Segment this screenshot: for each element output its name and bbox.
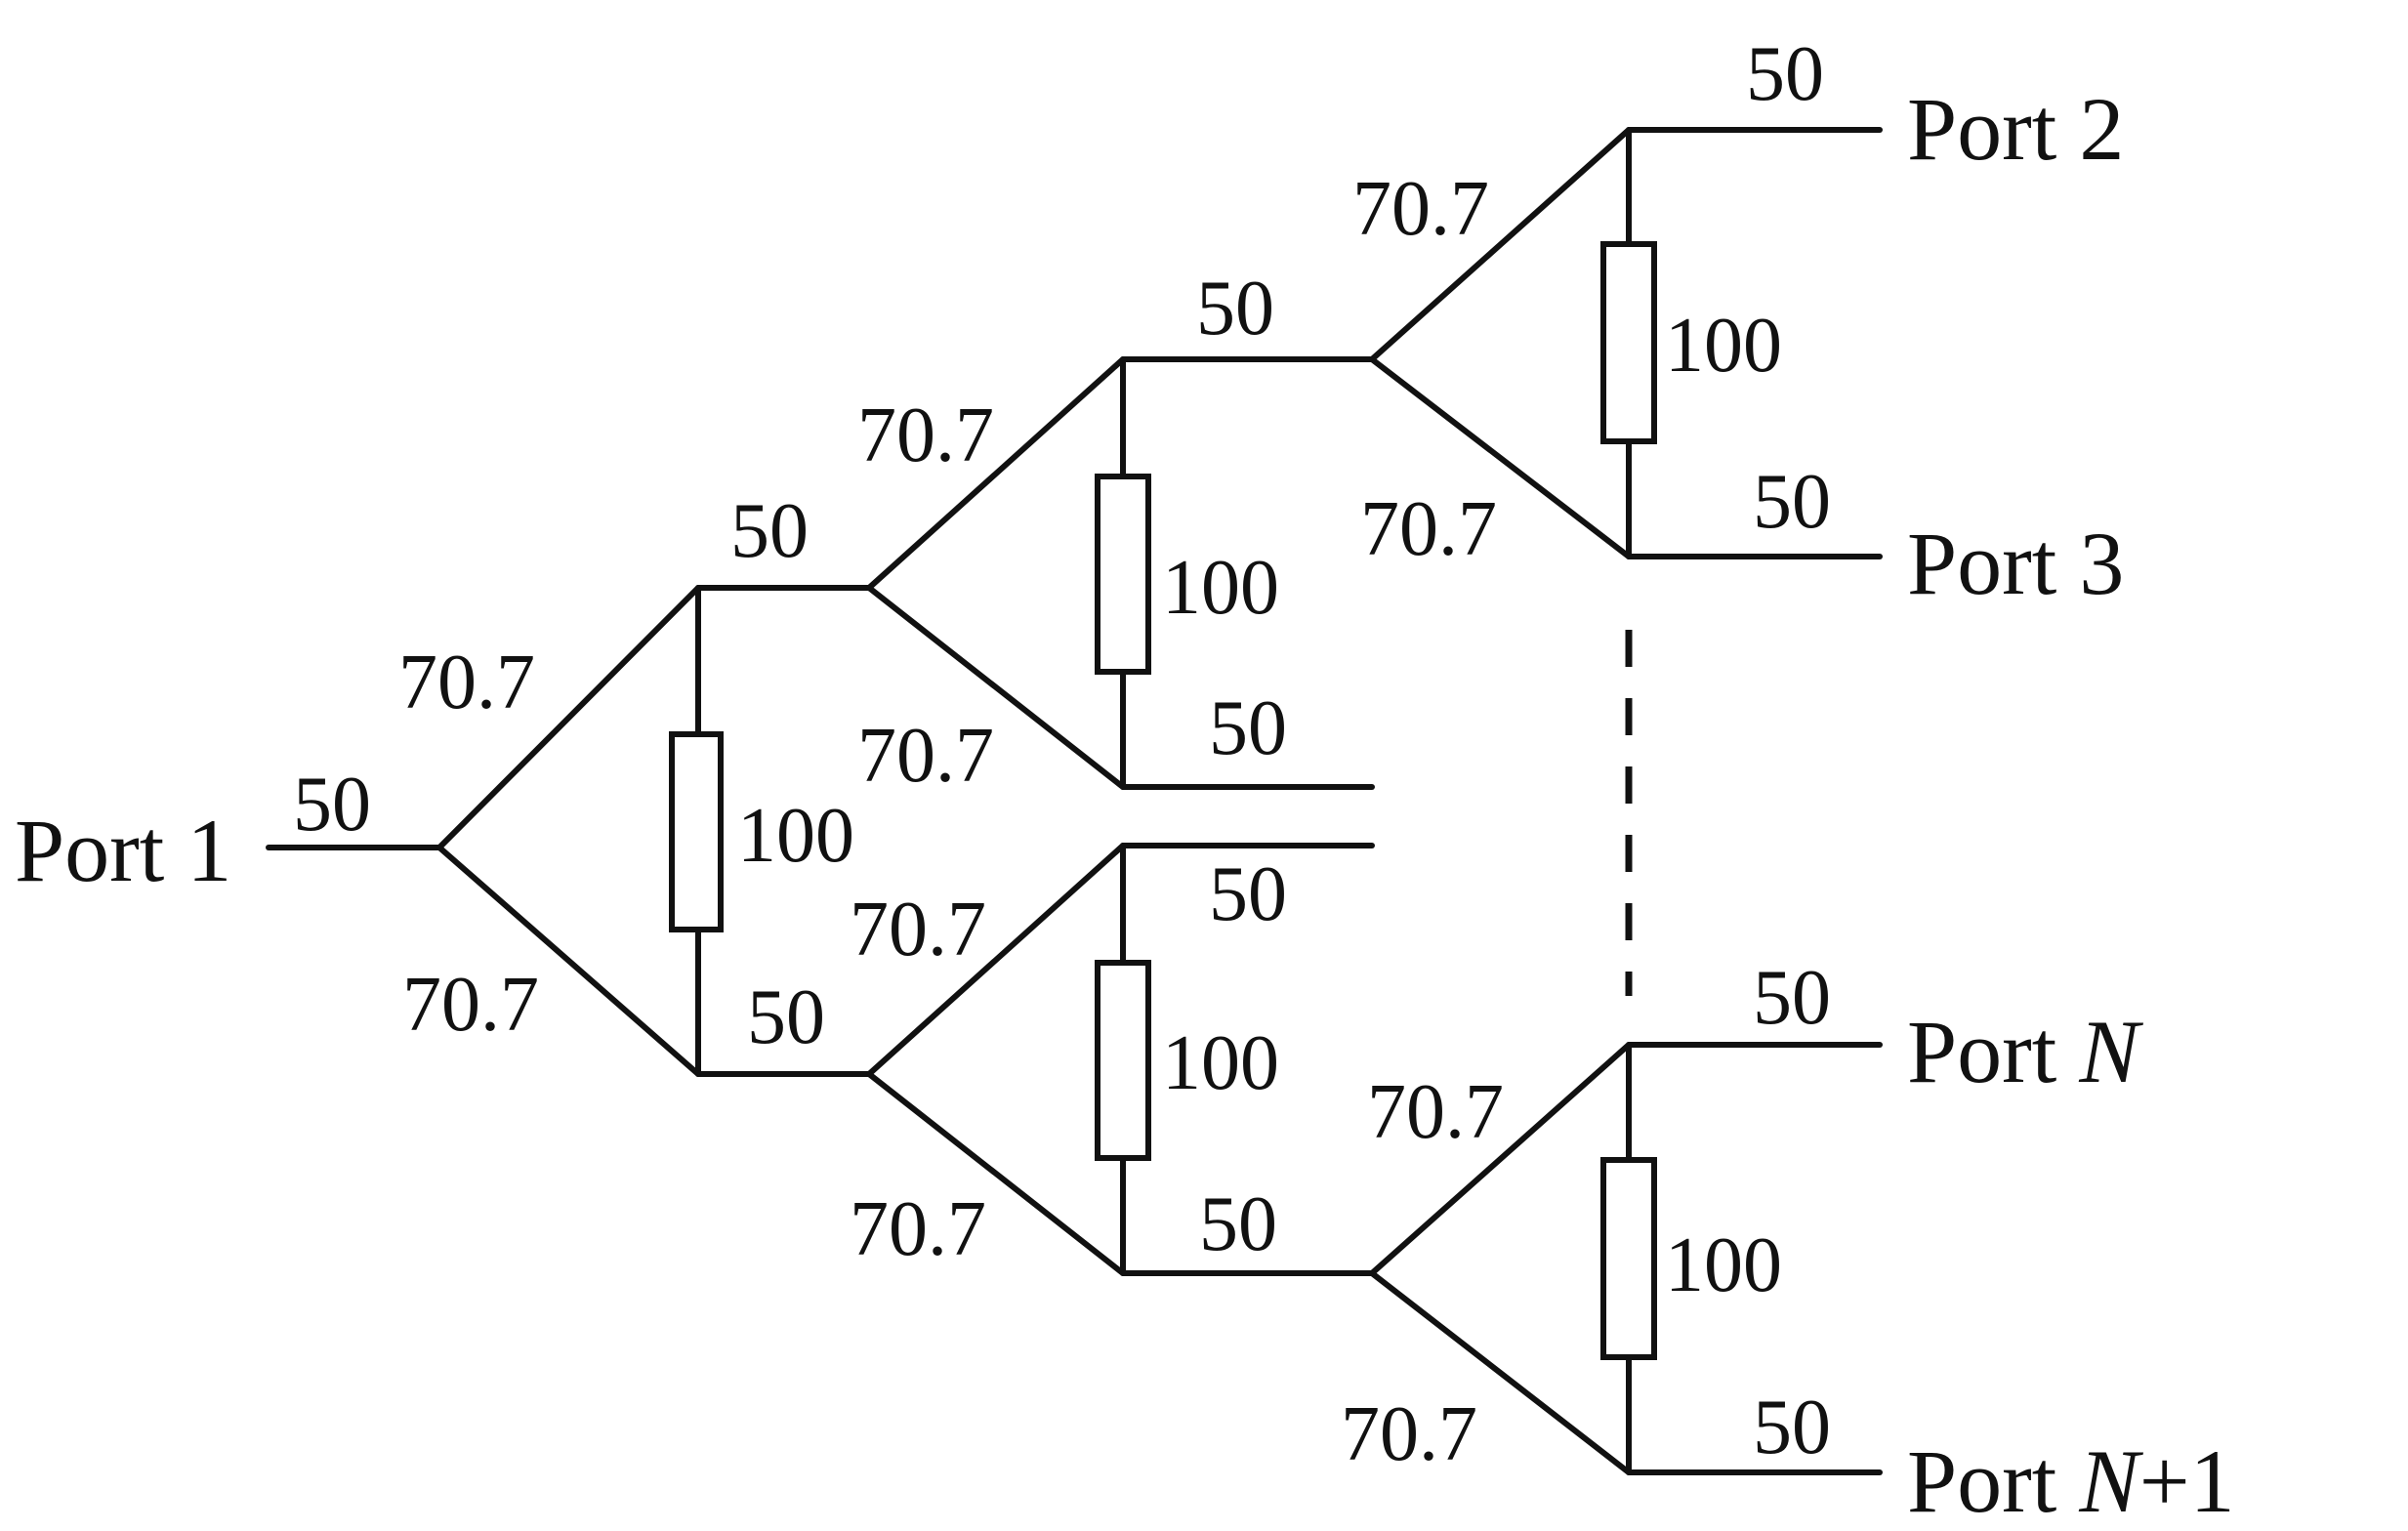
stage3u-upper-branch — [1369, 127, 1632, 362]
portN-label: Port N — [1907, 1002, 2143, 1101]
label-50-port2: 50 — [1746, 31, 1824, 117]
label-50-stage2l-upper: 50 — [1209, 851, 1287, 937]
stage3u-lower-branch — [1369, 356, 1632, 559]
stage2l-lower-branch — [866, 1071, 1126, 1276]
label-50-portN: 50 — [1753, 955, 1831, 1041]
label-50-stage1-upper: 50 — [730, 488, 809, 574]
label-70-7-stage3l-upper: 70.7 — [1367, 1069, 1504, 1155]
label-70-7-stage2u-upper: 70.7 — [857, 393, 994, 478]
label-50-stage2u-upper: 50 — [1196, 266, 1274, 352]
stage2u-upper-branch — [866, 356, 1126, 591]
stage3u-resistor — [1600, 241, 1657, 444]
label-100-stage2l: 100 — [1162, 1020, 1279, 1106]
stage3l-upper-branch — [1369, 1042, 1632, 1276]
stage2u-resistor — [1095, 474, 1151, 675]
label-50-stage1-lower: 50 — [747, 974, 825, 1060]
stage3l-resistor — [1600, 1157, 1657, 1360]
portN1-label: Port N+1 — [1907, 1431, 2235, 1531]
label-50-port3: 50 — [1753, 459, 1831, 545]
stage1-resistor — [669, 731, 724, 932]
label-50-stage2l-lower: 50 — [1199, 1181, 1277, 1267]
label-70-7-stage3l-lower: 70.7 — [1341, 1391, 1477, 1477]
label-70-7-stage3u-upper: 70.7 — [1352, 166, 1489, 252]
port2-label: Port 2 — [1907, 79, 2124, 179]
stage3l-lower-branch — [1369, 1270, 1632, 1475]
stage1-upper-branch — [436, 585, 701, 850]
label-100-stage1: 100 — [737, 793, 854, 879]
stage2l-resistor — [1095, 960, 1151, 1161]
port3-label: Port 3 — [1907, 514, 2124, 613]
label-50-portN1: 50 — [1753, 1385, 1831, 1470]
label-100-stage3l: 100 — [1665, 1222, 1782, 1308]
stage1-lower-branch — [436, 845, 701, 1077]
stage2l-upper-branch — [866, 843, 1126, 1077]
label-70-7-stage3u-lower: 70.7 — [1360, 486, 1497, 572]
label-50-stage2u-lower: 50 — [1209, 685, 1287, 771]
label-100-stage3u: 100 — [1665, 303, 1782, 389]
label-50-port1: 50 — [293, 762, 371, 848]
port1-label: Port 1 — [15, 801, 231, 900]
label-70-7-stage2l-upper: 70.7 — [850, 887, 986, 972]
label-70-7-stage1-upper: 70.7 — [398, 640, 535, 725]
label-70-7-stage2l-lower: 70.7 — [850, 1186, 986, 1272]
label-100-stage2u: 100 — [1162, 545, 1279, 631]
label-70-7-stage2u-lower: 70.7 — [857, 713, 994, 799]
stage2u-lower-branch — [866, 585, 1126, 790]
label-70-7-stage1-lower: 70.7 — [402, 962, 539, 1048]
